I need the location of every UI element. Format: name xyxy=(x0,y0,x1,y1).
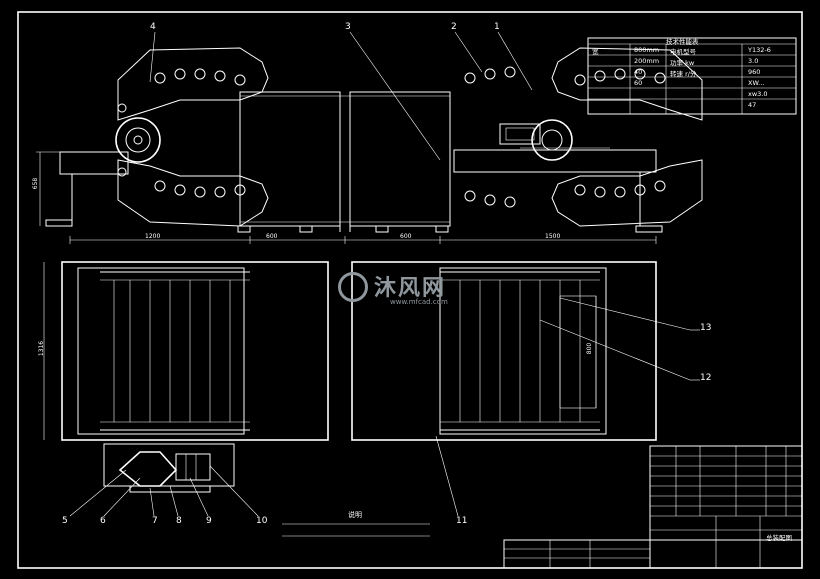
title-block xyxy=(503,445,803,569)
elevation-view xyxy=(36,31,703,244)
spec-table xyxy=(587,37,797,115)
drawing-frame xyxy=(17,11,803,569)
plan-view xyxy=(43,261,700,517)
notes-block xyxy=(282,523,430,537)
